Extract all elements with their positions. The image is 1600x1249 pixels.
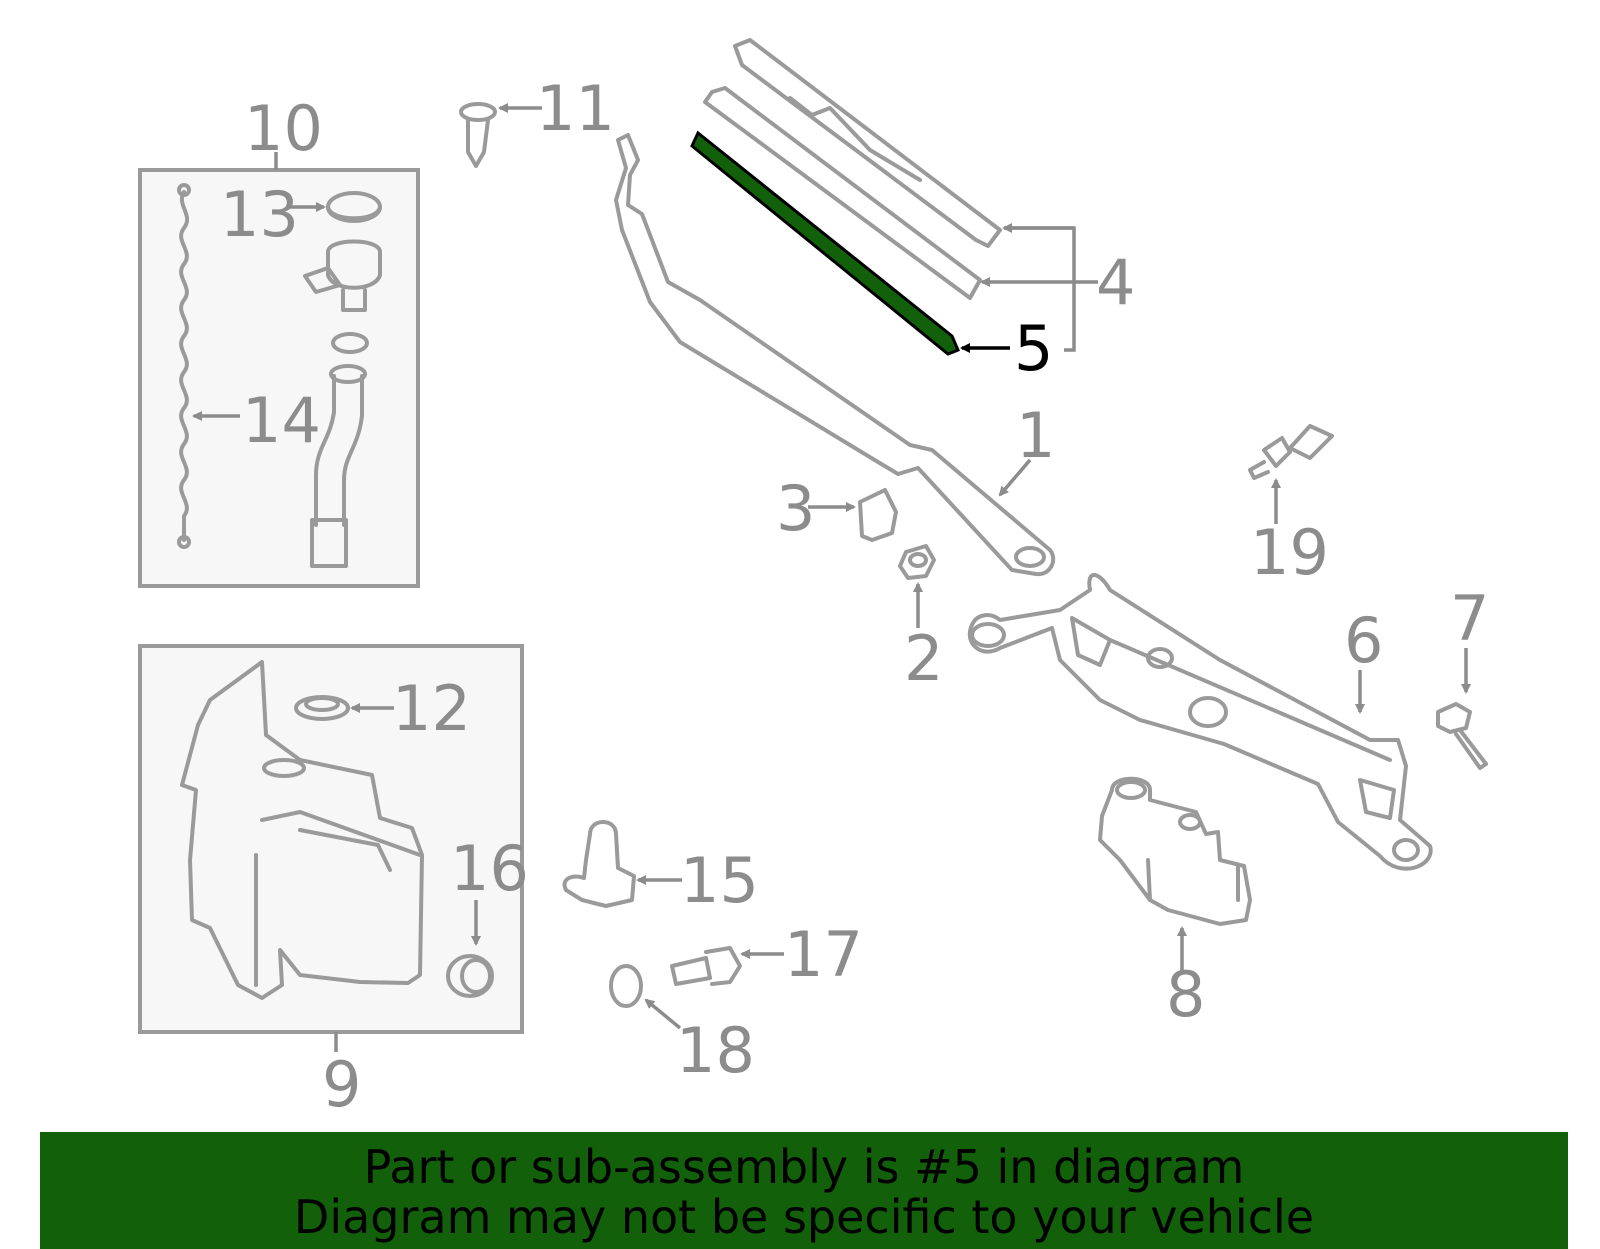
callout-15[interactable]: 15 — [680, 844, 759, 917]
callout-13[interactable]: 13 — [220, 178, 299, 251]
reservoir-neck-kit-box — [138, 168, 420, 588]
banner-line-2: Diagram may not be specific to your vehi… — [293, 1190, 1315, 1244]
part-17-bolt — [670, 946, 742, 986]
part-3-arm-cap — [858, 488, 898, 542]
part-11-clip — [459, 102, 497, 168]
callout-2[interactable]: 2 — [904, 622, 943, 695]
leader-1 — [998, 458, 1032, 497]
part-2-nut — [898, 544, 936, 580]
callout-3[interactable]: 3 — [776, 472, 815, 545]
callout-17[interactable]: 17 — [784, 918, 863, 991]
part-15-washer-pump — [562, 820, 636, 908]
part-12-seal-ring — [294, 695, 350, 721]
info-banner: Part or sub-assembly is #5 in diagram Di… — [40, 1132, 1568, 1249]
callout-11[interactable]: 11 — [536, 72, 615, 145]
callout-18[interactable]: 18 — [676, 1014, 755, 1087]
callout-19[interactable]: 19 — [1250, 516, 1329, 589]
callout-10[interactable]: 10 — [244, 92, 323, 165]
callout-7[interactable]: 7 — [1450, 582, 1489, 655]
callout-16[interactable]: 16 — [450, 832, 529, 905]
part-16-grommet — [446, 954, 494, 998]
part-8-wiper-motor — [1098, 776, 1252, 926]
callout-4[interactable]: 4 — [1096, 246, 1135, 319]
part-18-grommet — [609, 964, 643, 1008]
part-14-washer-hose — [177, 183, 191, 549]
part-19-connector — [1248, 424, 1334, 480]
callout-8[interactable]: 8 — [1166, 958, 1205, 1031]
callout-1[interactable]: 1 — [1016, 399, 1055, 472]
callout-12[interactable]: 12 — [392, 672, 471, 745]
part-5-blade-refill — [690, 130, 960, 356]
filler-neck — [303, 239, 382, 568]
callout-5[interactable]: 5 — [1014, 312, 1053, 385]
part-13-filler-cap — [326, 191, 382, 223]
part-9-washer-reservoir — [180, 660, 424, 1000]
part-6-wiper-linkage — [967, 573, 1433, 871]
part-1-wiper-arm — [614, 133, 1056, 577]
callout-14[interactable]: 14 — [242, 384, 321, 457]
banner-line-1: Part or sub-assembly is #5 in diagram — [363, 1140, 1245, 1194]
part-7-bolt — [1436, 702, 1488, 770]
part-4-wiper-blade — [703, 38, 1002, 300]
callout-9[interactable]: 9 — [322, 1048, 361, 1121]
leader-18 — [644, 998, 682, 1030]
callout-6[interactable]: 6 — [1344, 604, 1383, 677]
